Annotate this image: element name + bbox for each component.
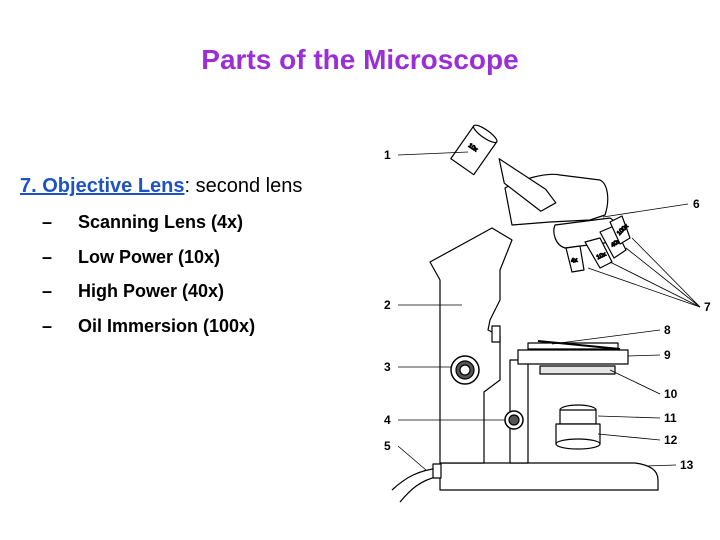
list-item-text: Oil Immersion (100x) <box>78 315 256 336</box>
stage-clip <box>537 340 621 350</box>
label-11: 11 <box>664 411 677 425</box>
list-item-text: High Power (40x) <box>78 281 225 301</box>
stage-clip-slide <box>527 342 619 350</box>
label-9: 9 <box>664 348 671 362</box>
bullet-dash: – <box>42 246 53 267</box>
bullet-dash: – <box>42 281 53 301</box>
svg-text:4x: 4x <box>571 258 578 265</box>
label-7: 7 <box>704 300 711 314</box>
bullet-dash: – <box>42 212 53 232</box>
list-item: – High Power (40x) <box>42 281 255 316</box>
label-12: 12 <box>664 433 678 447</box>
list-item: – Low Power (10x) <box>42 247 255 282</box>
label-4: 4 <box>384 413 391 427</box>
label-5: 5 <box>384 439 391 453</box>
microscope-base <box>439 462 659 491</box>
label-1: 1 <box>384 148 391 162</box>
label-6: 6 <box>693 197 700 211</box>
objective-lens-10x: 10x <box>584 237 613 269</box>
diaphragm-bar <box>539 365 616 375</box>
objective-lens-40x: 40x <box>599 225 627 259</box>
list-item: – Oil Immersion (100x) <box>42 316 255 351</box>
list-item-text: Low Power (10x) <box>78 246 221 267</box>
arm-slot <box>491 325 501 343</box>
objective-lens-100x: 100x <box>609 215 631 245</box>
svg-text:10x: 10x <box>596 252 607 262</box>
power-switch <box>432 463 442 479</box>
bullet-dash: – <box>42 315 53 336</box>
label-10: 10 <box>664 387 678 401</box>
microscope-stage <box>517 349 629 365</box>
objective-lens-description: : second lens <box>184 175 303 197</box>
microscope-arm <box>429 227 513 464</box>
slide-title: Parts of the Microscope <box>201 44 519 75</box>
label-3: 3 <box>384 360 391 374</box>
objective-lens-heading: 7. Objective Lens: second lens <box>20 175 302 198</box>
objective-lens-4x: 4x <box>565 245 585 273</box>
list-item-text: Scanning Lens (4x) <box>78 212 244 232</box>
label-13: 13 <box>680 458 694 472</box>
objective-lens-list: – Scanning Lens (4x) – Low Power (10x) – Hi… <box>42 212 255 350</box>
objective-lens-term: 7. Objective Lens <box>20 175 185 197</box>
eyepiece: 10x <box>450 124 498 176</box>
label-2: 2 <box>384 298 391 312</box>
list-item: – Scanning Lens (4x) <box>42 212 255 247</box>
svg-text:40x: 40x <box>610 238 621 248</box>
eyepiece-tube <box>498 158 557 212</box>
svg-text:10x: 10x <box>467 143 478 153</box>
label-8: 8 <box>664 323 671 337</box>
